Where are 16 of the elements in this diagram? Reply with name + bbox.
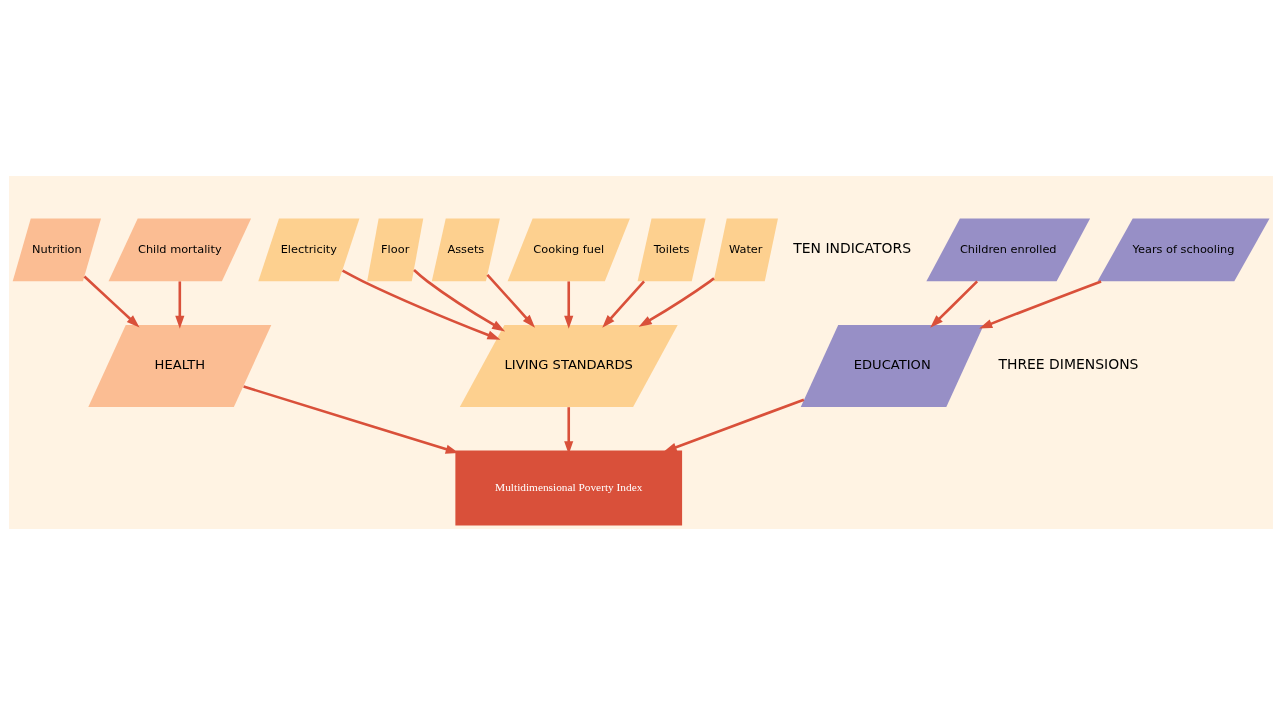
node-box: Multidimensional Poverty Index — [455, 450, 683, 525]
arrow — [663, 397, 805, 452]
arrow — [979, 279, 1102, 329]
arrow — [930, 280, 979, 328]
arrow — [83, 275, 140, 328]
arrow — [175, 280, 185, 329]
arrow — [564, 280, 574, 329]
arrow — [413, 268, 506, 331]
label: TEN INDICATORS — [793, 239, 912, 256]
arrow — [602, 280, 646, 328]
arrow — [486, 273, 536, 328]
label: THREE DIMENSIONS — [998, 355, 1139, 372]
arrow — [638, 276, 715, 327]
arrow — [564, 406, 574, 454]
arrow — [243, 384, 459, 454]
arrow — [341, 269, 501, 340]
